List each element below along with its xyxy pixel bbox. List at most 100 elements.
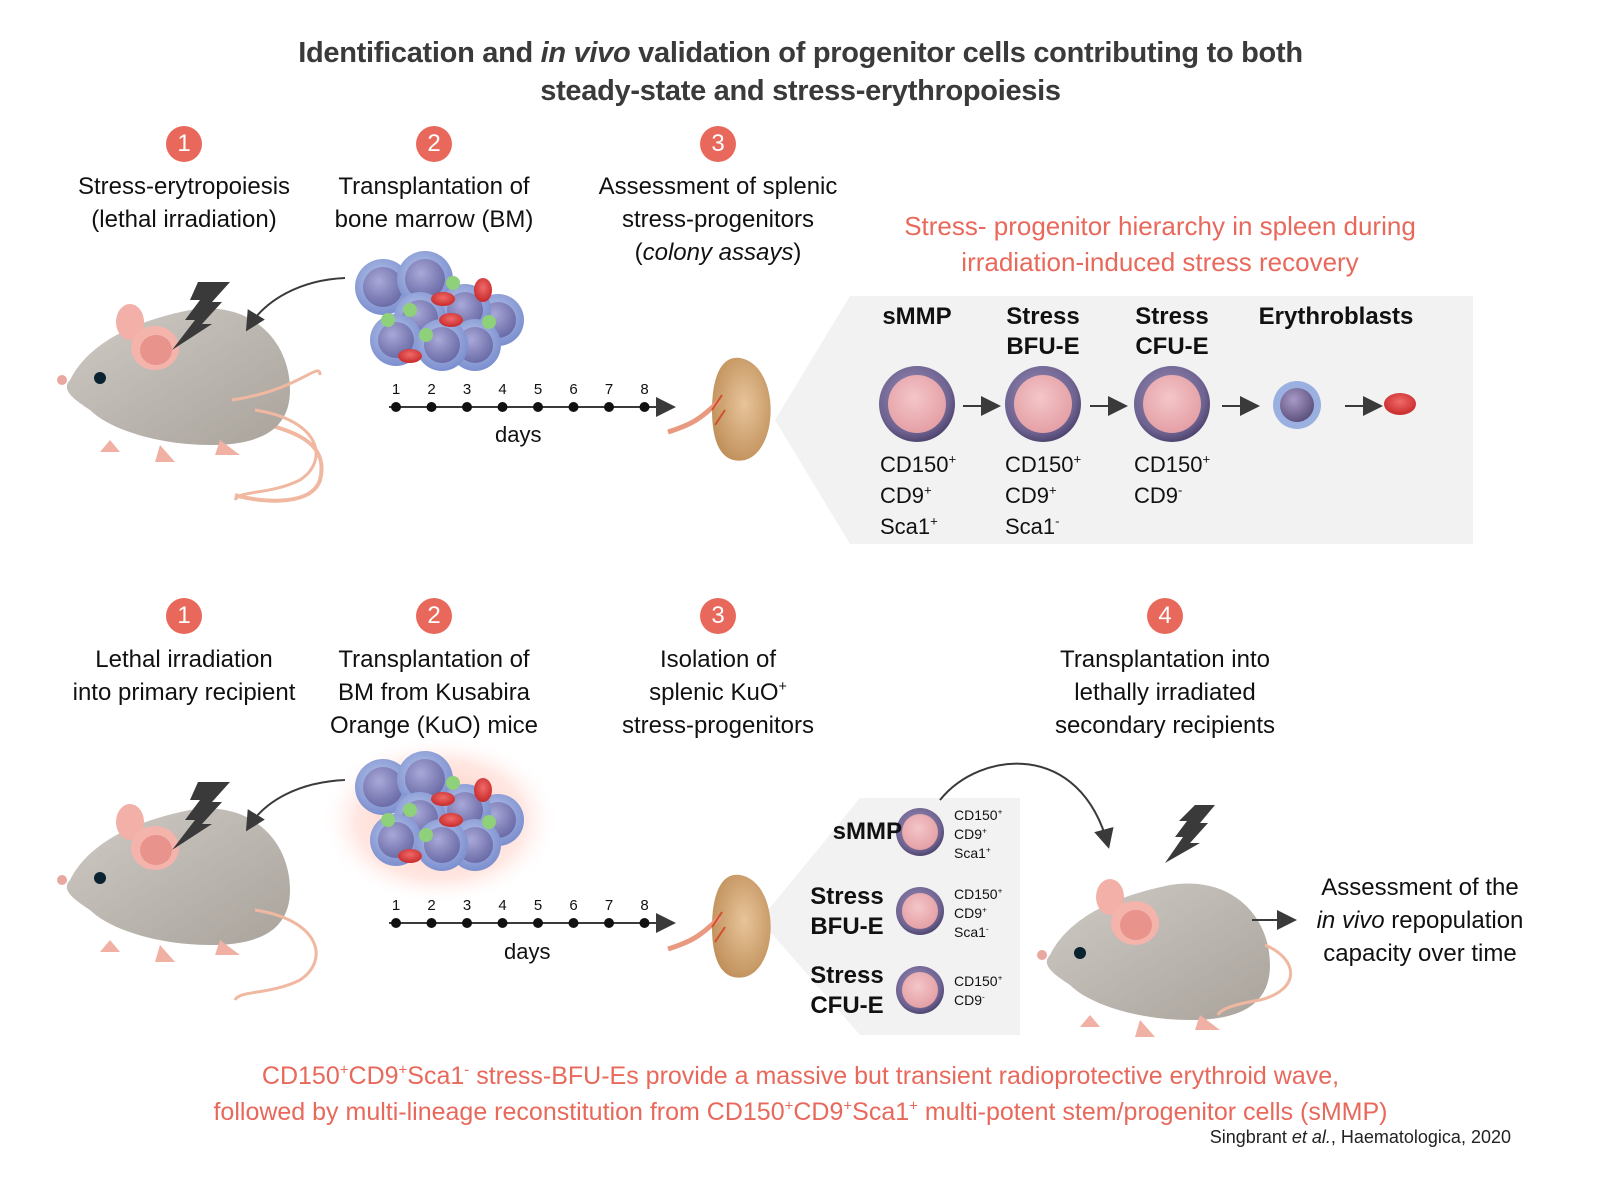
step-text: lethally irradiated — [1074, 679, 1256, 706]
marker-name: CD9 — [1005, 483, 1050, 508]
markers-smmp: CD150+CD9+Sca1+ — [880, 449, 956, 542]
day-tick-label: 4 — [498, 381, 507, 398]
day-tick-label: 4 — [498, 897, 507, 914]
day-dot — [426, 918, 437, 928]
marker-sign: - — [982, 991, 985, 1002]
cell-name-text: sMMP — [832, 818, 902, 845]
cell-name-smmp: sMMP — [857, 302, 977, 332]
step-text: ( — [634, 239, 643, 266]
conclusion-text-part: followed by multi-lineage reconstitution… — [213, 1098, 707, 1126]
step-3-label: Assessment of splenic stress-progenitors… — [568, 170, 868, 269]
marker-sign: + — [985, 844, 991, 855]
marker-sign: + — [997, 885, 1003, 896]
step-badge-1: 1 — [166, 126, 202, 162]
cell-name-cfu-e: Stress CFU-E — [1112, 302, 1232, 362]
marker-sign: - — [464, 1061, 470, 1079]
step-badge-3: 3 — [700, 126, 736, 162]
conclusion-line2: followed by multi-lineage reconstitution… — [0, 1094, 1601, 1130]
hierarchy-panel — [775, 296, 1473, 544]
step-text: splenic KuO — [649, 679, 779, 706]
red-blood-cell-icon — [1384, 393, 1416, 415]
title-text: Identification and — [298, 37, 541, 69]
step-text: (colony assays) — [568, 236, 868, 269]
marker: CD150+ — [1134, 449, 1210, 480]
mouse-tail — [1216, 943, 1293, 1016]
mouse-tail — [233, 908, 318, 1001]
marker: CD9+ — [793, 1098, 852, 1126]
day-dot — [568, 402, 579, 412]
day-dot — [639, 402, 650, 412]
marker-name: CD150 — [954, 973, 998, 989]
marker-name: CD150 — [954, 886, 998, 902]
cell-name-text: Stress — [1135, 303, 1209, 330]
assessment-text: capacity over time — [1323, 940, 1517, 967]
marker-name: Sca1 — [954, 845, 986, 861]
hierarchy-title-line: irradiation-induced stress recovery — [961, 247, 1359, 277]
isolated-cfu-e-cell-icon — [896, 966, 944, 1014]
step-text: Stress-erytropoiesis — [77, 173, 291, 200]
marker: CD9+ — [954, 904, 1003, 923]
step-italic: colony assays — [642, 239, 794, 266]
marker-name: CD9 — [954, 992, 983, 1008]
citation-etal: et al. — [1291, 1127, 1331, 1147]
step-text: secondary recipients — [1054, 712, 1276, 739]
step-2-label: Transplantation of BM from Kusabira Oran… — [294, 643, 574, 742]
marker-sign: + — [1049, 482, 1057, 498]
isolated-name-cfu-e: Stress CFU-E — [806, 961, 888, 1021]
cell-name-text: BFU-E — [810, 913, 884, 940]
step-text: bone marrow (BM) — [334, 206, 534, 233]
day-tick-label: 2 — [427, 897, 436, 914]
step-badge-2: 2 — [416, 126, 452, 162]
marker-name: CD9 — [880, 483, 925, 508]
cell-name-erythroblasts: Erythroblasts — [1246, 302, 1426, 332]
step-text: stress-progenitors — [621, 206, 815, 233]
marker: CD150+ — [262, 1062, 349, 1090]
marker-name: CD150 — [706, 1098, 785, 1126]
cell-name-bfu-e: Stress BFU-E — [983, 302, 1103, 362]
marker-sign: + — [398, 1061, 408, 1079]
step-badge-2: 2 — [416, 598, 452, 634]
markers-bfu-e: CD150+CD9+Sca1- — [1005, 449, 1081, 542]
day-dot — [533, 918, 543, 928]
marker-name: CD9 — [348, 1062, 399, 1090]
marker: CD150+ — [954, 885, 1003, 904]
conclusion-text: CD150+CD9+Sca1- stress-BFU-Es provide a … — [0, 1058, 1601, 1130]
assessment-text: repopulation — [1384, 907, 1524, 934]
isolated-smmp-cell-icon — [896, 808, 944, 856]
marker-sign: + — [909, 1097, 918, 1115]
smmp-cell-icon — [879, 366, 955, 442]
marker: CD150+ — [880, 449, 956, 480]
marker-name: Sca1 — [954, 924, 986, 940]
stress-cfu-e-cell-icon — [1134, 366, 1210, 442]
mouse-tail — [233, 408, 318, 501]
figure-title: Identification and in vivo validation of… — [0, 34, 1601, 110]
day-dot — [462, 402, 472, 412]
hierarchy-title: Stress- progenitor hierarchy in spleen d… — [860, 208, 1460, 280]
step-text: stress-progenitors — [621, 712, 815, 739]
cell-name-text: BFU-E — [1006, 333, 1080, 360]
day-dot — [497, 918, 508, 928]
marker: CD150+ — [954, 806, 1003, 825]
secondary-mouse-icon — [1037, 879, 1270, 1037]
isolated-name-bfu-e: Stress BFU-E — [806, 882, 888, 942]
markers-cfu-e: CD150+CD9- — [1134, 449, 1210, 511]
marker-sign: + — [982, 825, 987, 836]
marker-name: Sca1 — [407, 1062, 465, 1090]
day-dot — [533, 402, 543, 412]
step-text: into primary recipient — [72, 679, 296, 706]
days-label: days — [495, 422, 542, 447]
day-tick-label: 1 — [391, 897, 401, 914]
marker-name: CD9 — [1134, 483, 1179, 508]
title-italic: in vivo — [540, 37, 631, 69]
marker-name: CD9 — [954, 826, 983, 842]
cell-name-text: Stress — [810, 883, 884, 910]
day-dot — [391, 918, 401, 928]
conclusion-markers: CD150+CD9+Sca1+ — [707, 1098, 918, 1126]
day-tick-label: 1 — [391, 381, 401, 398]
citation-author: Singbrant — [1209, 1127, 1292, 1147]
marker: CD150+ — [954, 972, 1003, 991]
cell-name-text: Erythroblasts — [1258, 303, 1414, 330]
superscript: + — [778, 679, 787, 695]
day-tick-label: 7 — [604, 381, 614, 398]
hierarchy-title-line: Stress- progenitor hierarchy in spleen d… — [904, 211, 1416, 241]
